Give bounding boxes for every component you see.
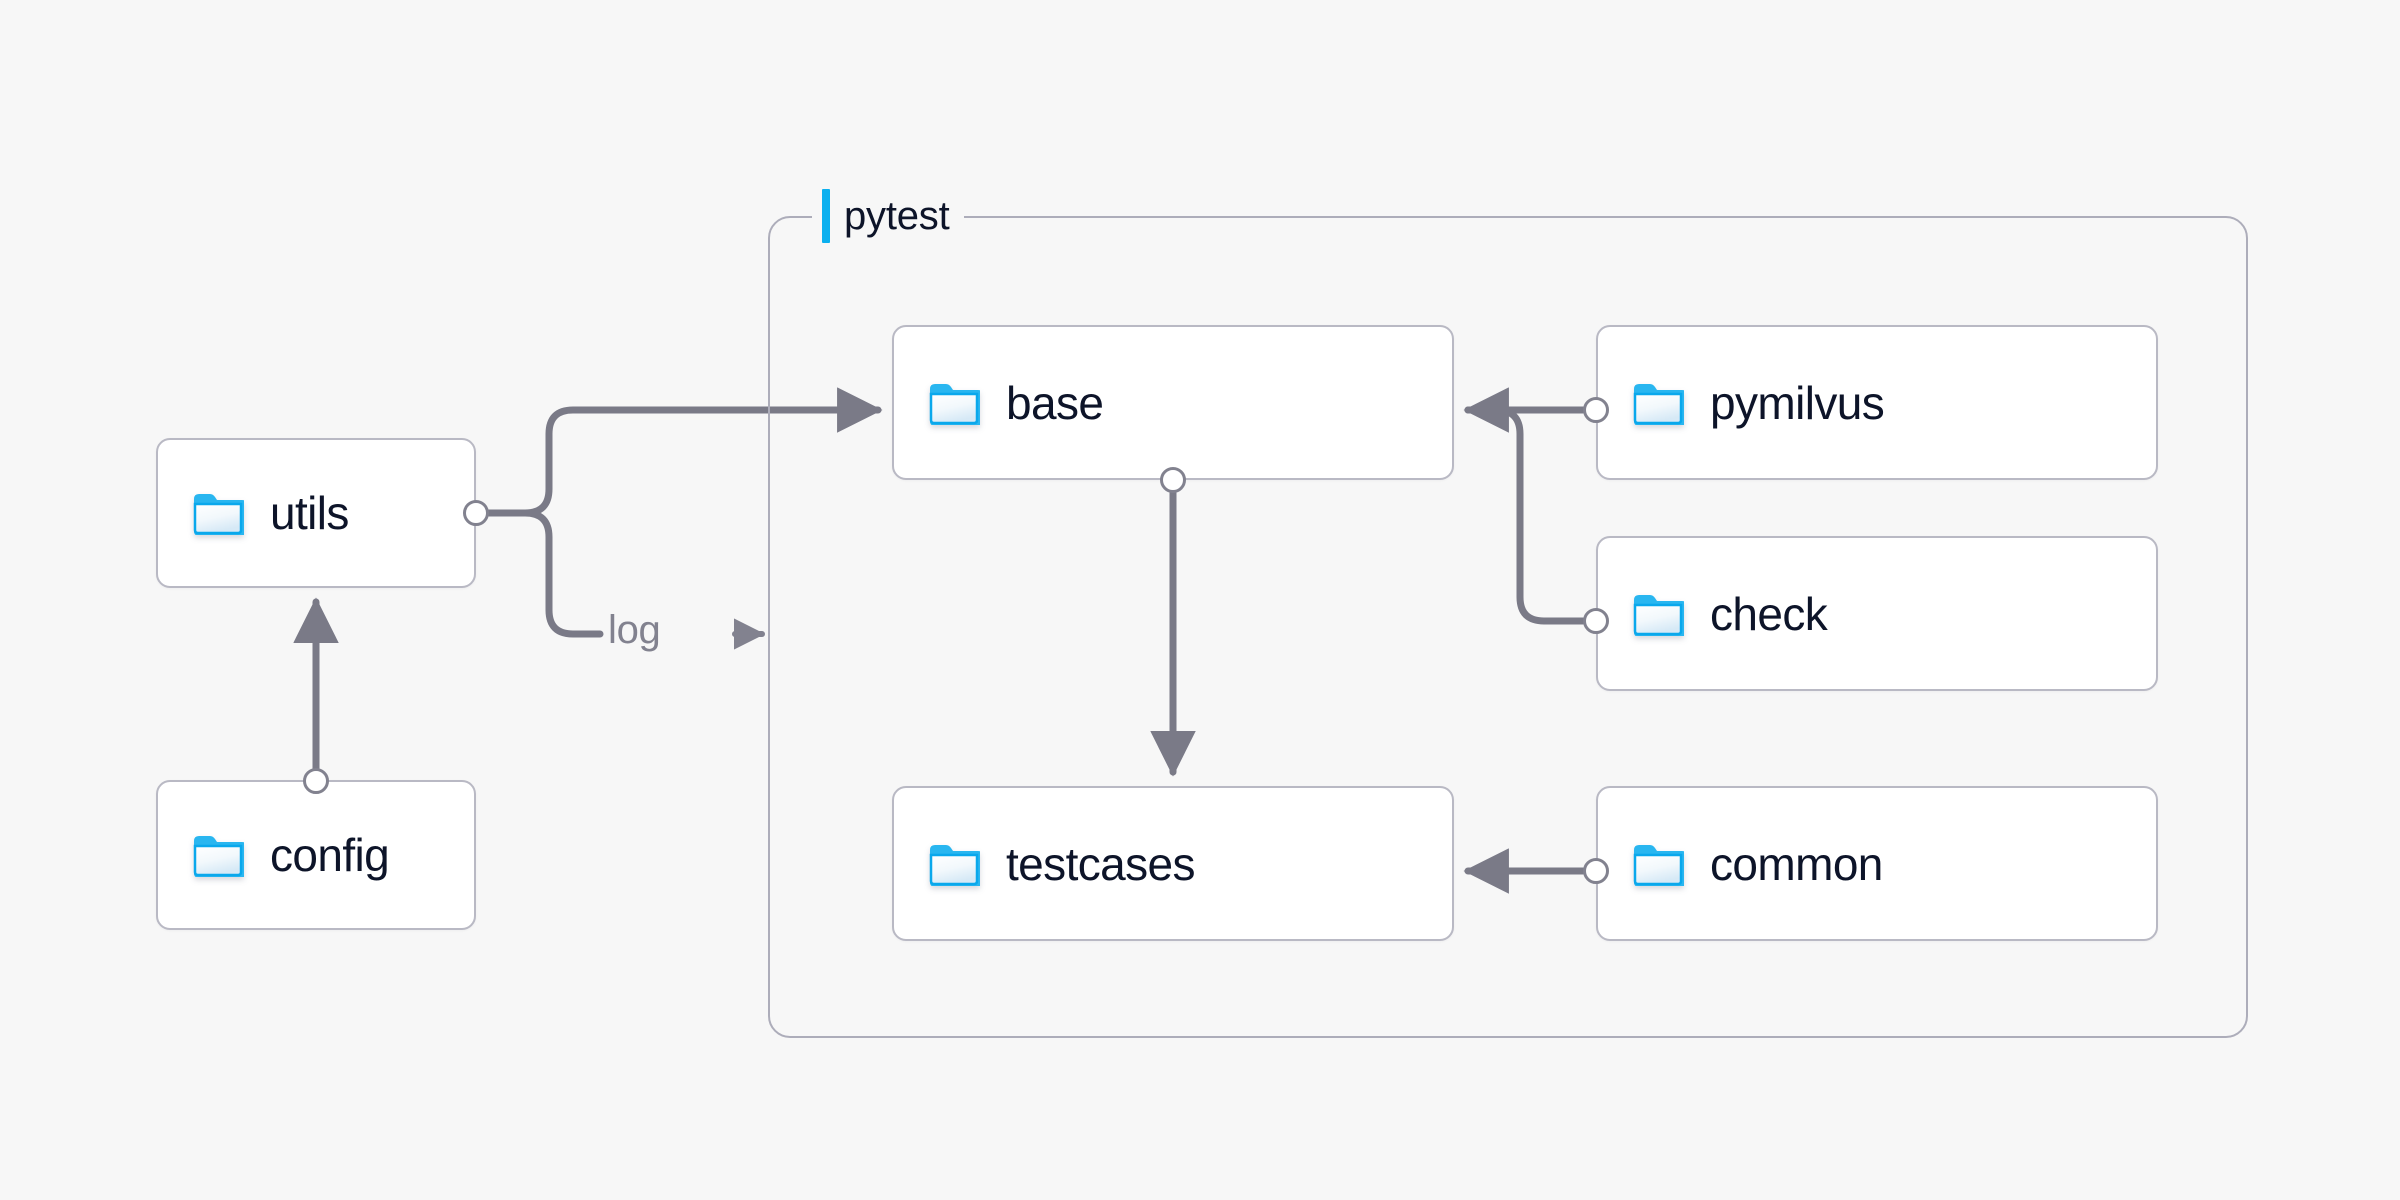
node-testcases[interactable]: testcases (892, 786, 1454, 941)
node-common[interactable]: common (1596, 786, 2158, 941)
port-common-left[interactable] (1583, 858, 1609, 884)
node-pymilvus[interactable]: pymilvus (1596, 325, 2158, 480)
node-check[interactable]: check (1596, 536, 2158, 691)
edge-utils-log (521, 509, 604, 638)
node-config[interactable]: config (156, 780, 476, 930)
node-label: check (1710, 587, 1828, 640)
port-pymilvus-left[interactable] (1583, 397, 1609, 423)
port-check-left[interactable] (1583, 608, 1609, 634)
port-utils-right[interactable] (463, 500, 489, 526)
node-label: base (1006, 376, 1104, 429)
node-utils[interactable]: utils (156, 438, 476, 588)
folder-icon (928, 842, 983, 887)
node-label: utils (270, 487, 349, 539)
edge-label-log: log (608, 608, 661, 652)
folder-icon (1632, 381, 1687, 426)
node-label: config (270, 829, 390, 881)
pytest-group-label: pytest (812, 188, 964, 244)
port-config-top[interactable] (303, 768, 329, 794)
group-label-text: pytest (844, 193, 950, 238)
node-label: testcases (1006, 837, 1196, 890)
node-label: pymilvus (1710, 376, 1885, 429)
folder-icon (192, 833, 247, 878)
pytest-group-container (768, 216, 2248, 1038)
group-accent-bar (822, 189, 830, 243)
folder-icon (1632, 842, 1687, 887)
folder-icon (928, 381, 983, 426)
port-base-bottom[interactable] (1160, 467, 1186, 493)
folder-icon (1632, 592, 1687, 637)
node-base[interactable]: base (892, 325, 1454, 480)
folder-icon (192, 491, 247, 536)
node-label: common (1710, 837, 1883, 890)
